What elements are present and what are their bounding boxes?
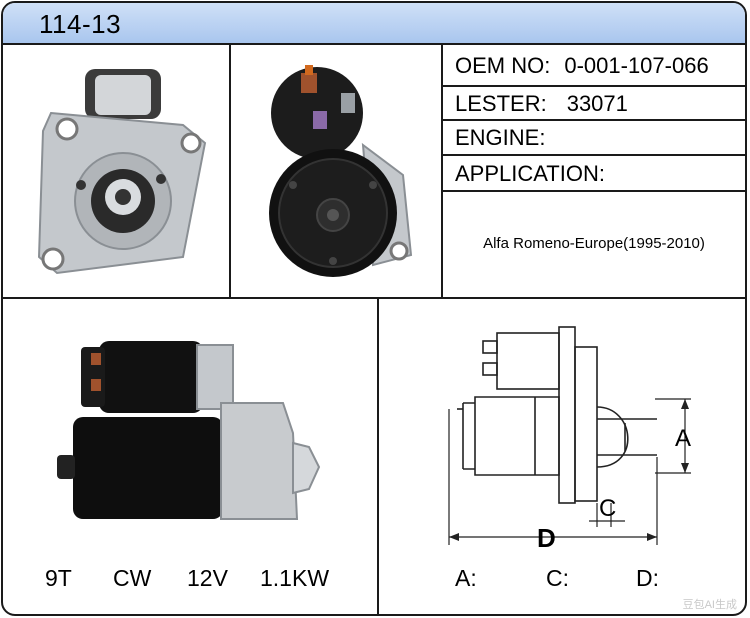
lester-row: LESTER: 33071: [455, 91, 628, 117]
dimension-drawing: [448, 326, 691, 545]
lester-label: LESTER:: [455, 91, 547, 116]
oem-label: OEM NO:: [455, 53, 551, 78]
starter-side-view-photo: [57, 341, 321, 520]
lester-value: 33071: [566, 91, 628, 116]
application-label: APPLICATION:: [455, 161, 605, 186]
engine-row: ENGINE:: [455, 125, 559, 151]
spec-row-line-1: [441, 85, 745, 87]
application-row: APPLICATION:: [455, 161, 605, 187]
vertical-divider-2: [441, 43, 443, 298]
rotation-direction: CW: [113, 565, 152, 591]
power-rating: 1.1KW: [260, 565, 330, 591]
horizontal-divider-middle: [3, 297, 745, 299]
vertical-divider-1: [229, 43, 231, 298]
drawing-label-a: A: [675, 425, 692, 452]
application-value: Alfa Romeno-Europe(1995-2010): [483, 235, 705, 252]
dimension-a-label: A:: [455, 565, 477, 591]
vertical-divider-3: [377, 297, 379, 614]
teeth-count: 9T: [45, 565, 72, 591]
starter-rear-view-photo: [269, 65, 413, 277]
spec-row-line-4: [441, 190, 745, 192]
drawing-label-d: D: [537, 523, 556, 553]
voltage: 12V: [187, 565, 228, 591]
dimension-c-label: C:: [546, 565, 569, 591]
engine-label: ENGINE:: [455, 125, 546, 150]
spec-row-line-2: [441, 119, 745, 121]
oem-row: OEM NO: 0-001-107-066: [455, 53, 709, 79]
dimension-d-label: D:: [636, 565, 659, 591]
part-number-title: 114-13: [39, 9, 122, 39]
starter-front-view-photo: [37, 69, 207, 275]
header-bar: 114-13: [3, 3, 745, 45]
watermark: 豆包AI生成: [682, 599, 737, 611]
oem-value: 0-001-107-066: [564, 53, 709, 78]
spec-row-line-3: [441, 154, 745, 156]
drawing-label-c: C: [599, 495, 617, 522]
